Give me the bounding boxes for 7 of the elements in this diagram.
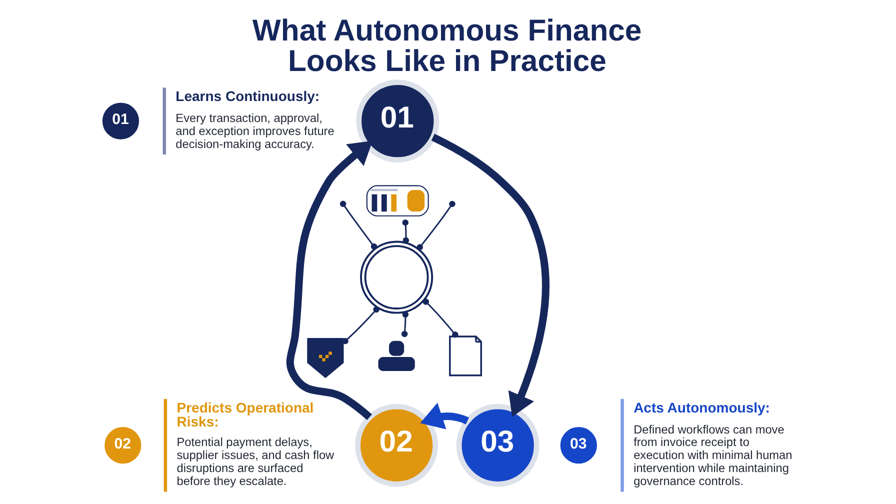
node-label: Predicts Operational Risks: (176, 398, 314, 429)
diagram-title: What Autonomous Finance Looks Like in Practice (252, 14, 642, 78)
node-label: Learns Continuously: (176, 88, 320, 104)
node-label: Potential payment delays, supplier issues, and cash flow disruptions are surfaced before they escalate. (176, 434, 334, 488)
node-label: Defined workflows can move from invoice receipt to execution with minimal human intervention while maintaining governance controls. (634, 422, 792, 488)
node-label: Every transaction, approval, and exception improves future decision-making accuracy. (176, 110, 334, 150)
node-label: Acts Autonomously: (634, 398, 770, 415)
